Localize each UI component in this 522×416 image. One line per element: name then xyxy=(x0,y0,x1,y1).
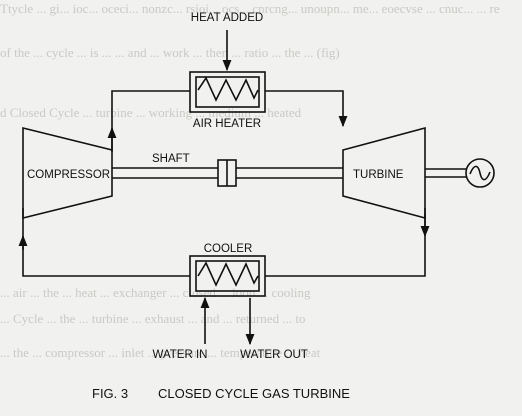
water-in-label: WATER IN xyxy=(153,349,208,361)
generator-sine xyxy=(469,165,491,181)
water-out-label: WATER OUT xyxy=(240,349,308,361)
compressor-label: COMPRESSOR xyxy=(27,169,110,181)
pipe-turbine-to-cooler xyxy=(265,208,426,277)
cooler-outer xyxy=(189,255,266,297)
turbine-body xyxy=(342,126,426,220)
air-heater-outer xyxy=(189,71,266,113)
heat-added-label: HEAT ADDED xyxy=(191,12,263,24)
figure-title: CLOSED CYCLE GAS TURBINE xyxy=(158,386,350,401)
figure-number: FIG. 3 xyxy=(92,386,128,401)
air-heater-label: AIR HEATER xyxy=(193,118,261,130)
pipe-cooler-to-compressor xyxy=(22,208,190,277)
cooler-coil xyxy=(197,261,259,287)
pipe-heater-to-turbine xyxy=(265,90,348,128)
pipe-compressor-to-heater xyxy=(111,90,190,152)
compressor-body xyxy=(22,126,113,220)
cooler-label: COOLER xyxy=(204,243,253,255)
cooler-inner xyxy=(195,260,260,292)
air-heater-inner xyxy=(195,76,260,108)
turbine-label: TURBINE xyxy=(353,169,404,181)
shaft-label: SHAFT xyxy=(152,153,190,165)
air-heater-coil xyxy=(197,76,259,102)
